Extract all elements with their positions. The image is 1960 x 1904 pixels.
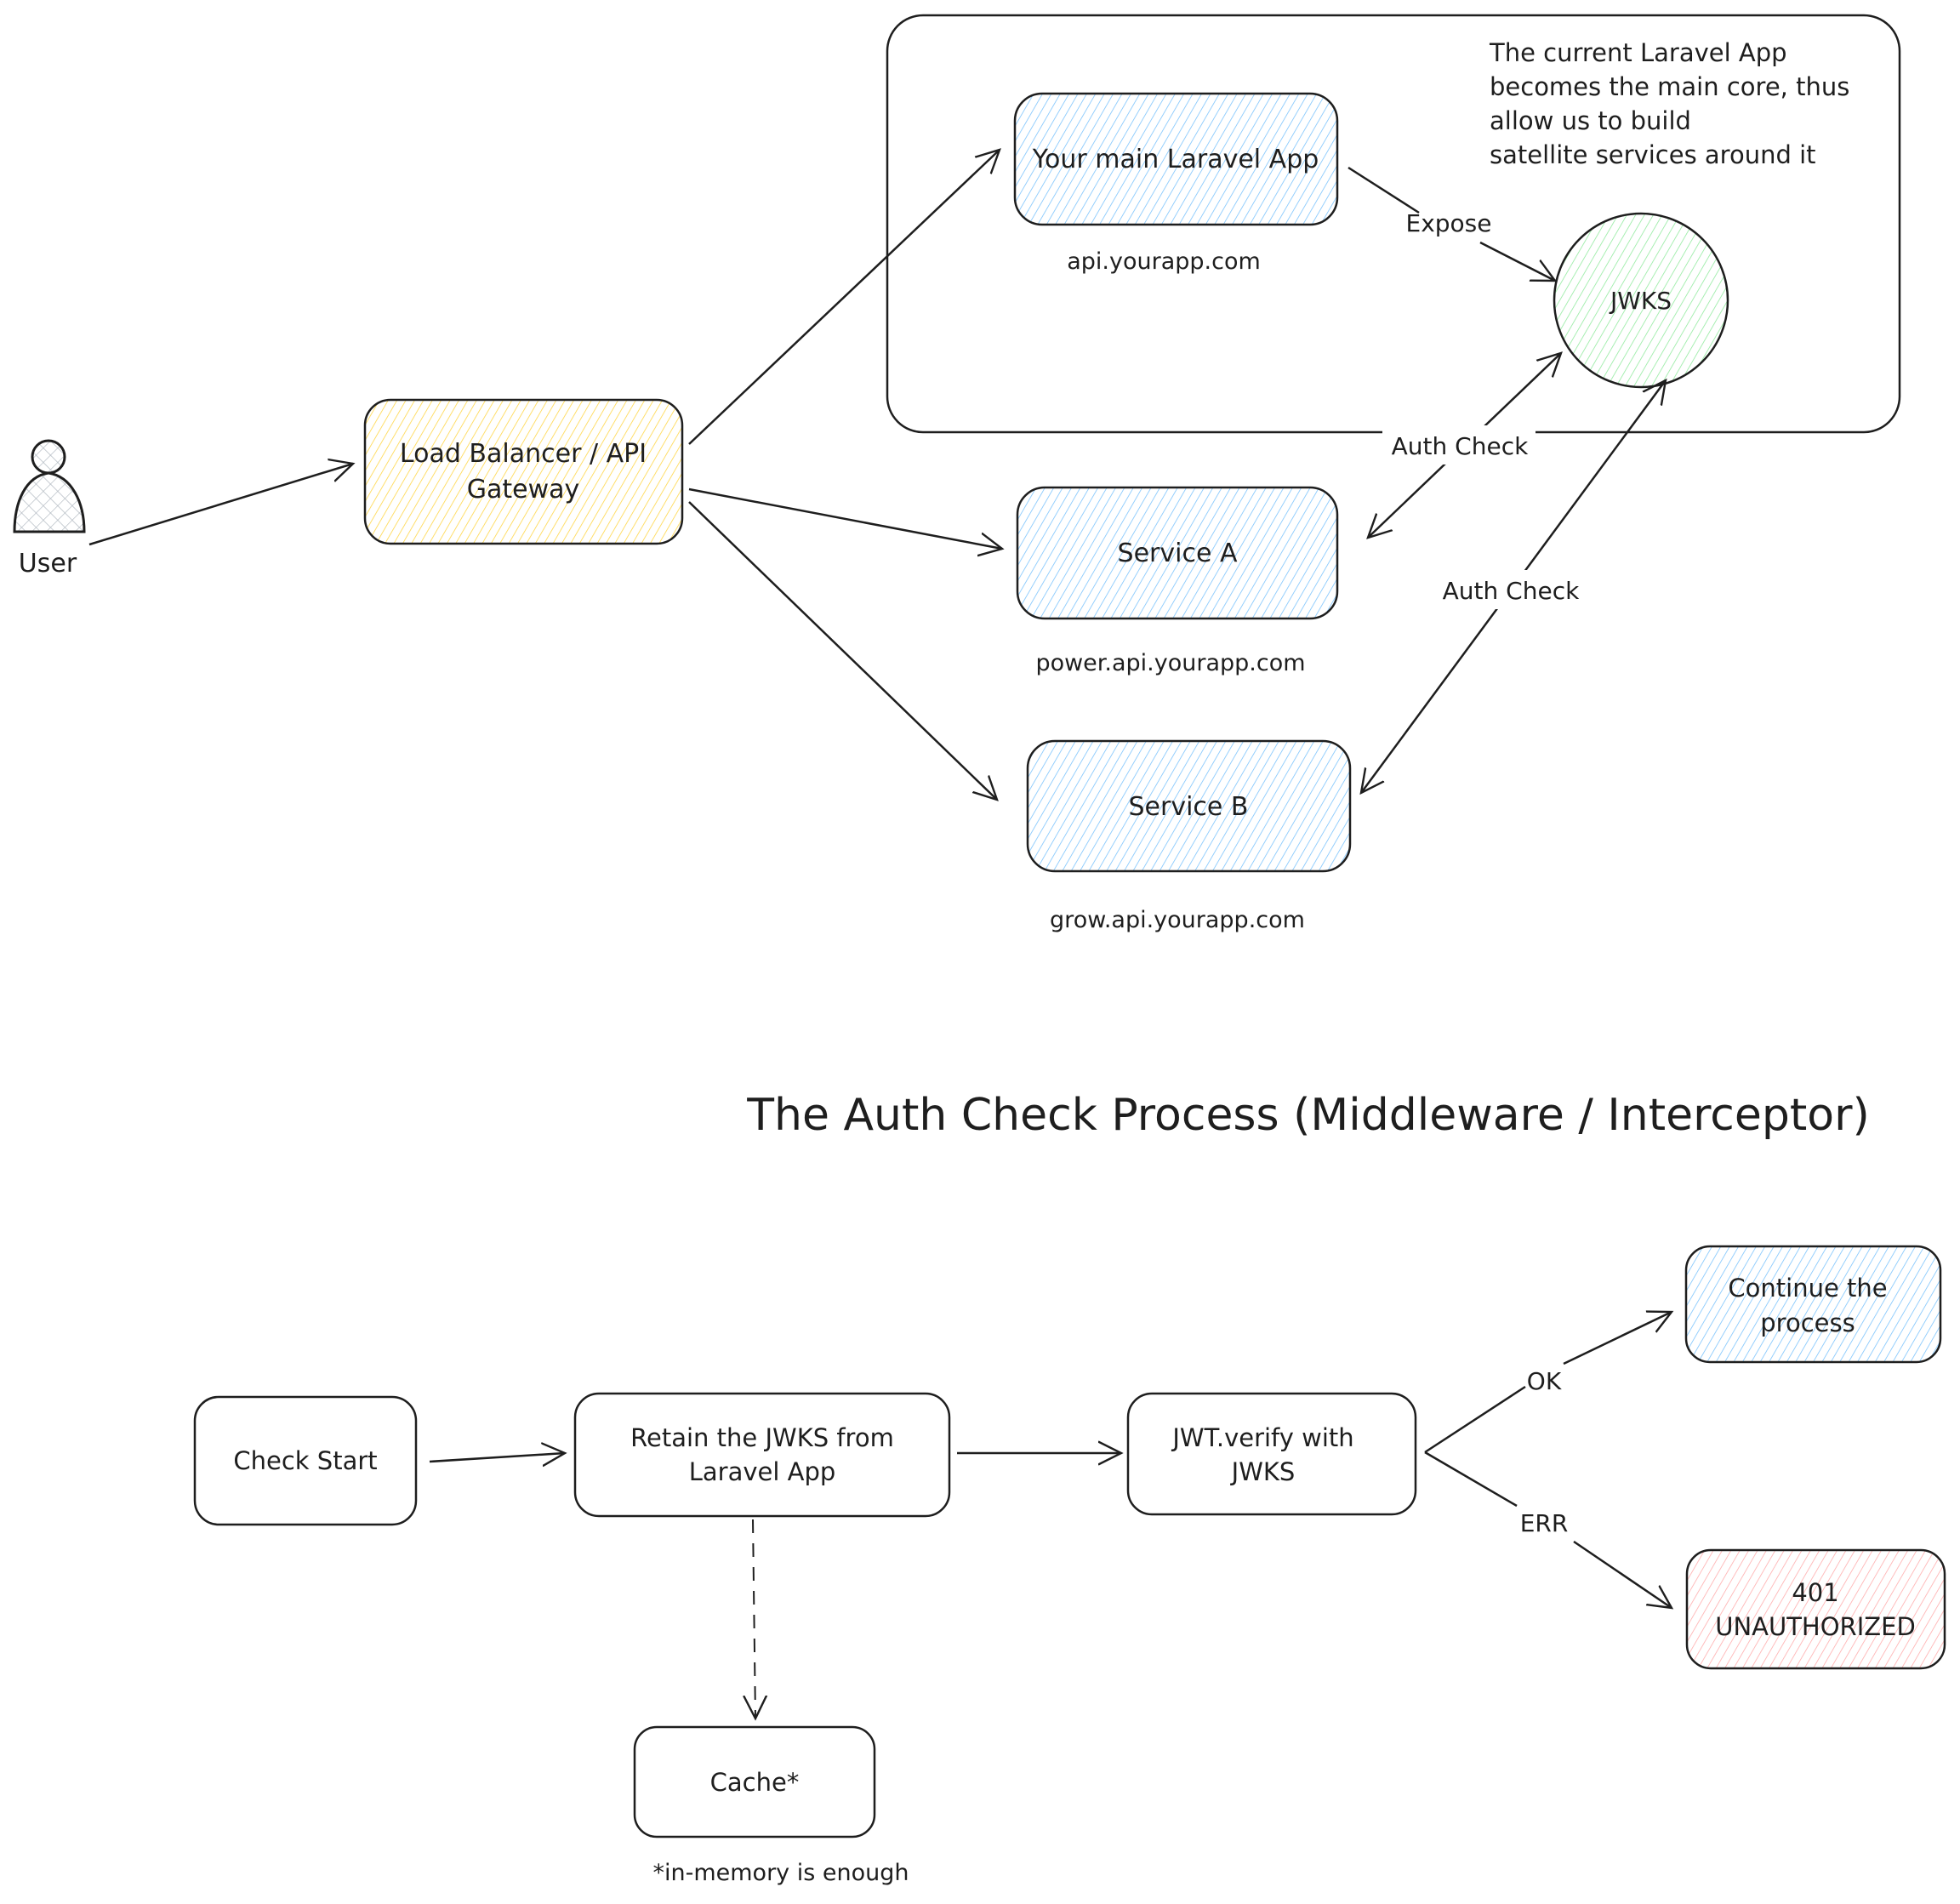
verify-label-line2: JWKS <box>1230 1457 1296 1486</box>
user-label: User <box>19 549 77 579</box>
arrow-gateway-to-service-a <box>688 487 1002 549</box>
gateway-label-line1: Load Balancer / API <box>400 439 647 469</box>
main-app-label: Your main Laravel App <box>1032 145 1319 174</box>
continue-node[interactable]: Continue the process <box>1684 1245 1942 1364</box>
service-b-label: Service B <box>1129 792 1249 822</box>
arrow-ok-part1 <box>1424 1385 1526 1454</box>
cache-footnote: *in-memory is enough <box>652 1860 909 1886</box>
main-app-domain: api.yourapp.com <box>1067 248 1261 275</box>
service-a-node[interactable]: Service A <box>1016 486 1339 620</box>
unauthorized-label-line1: 401 <box>1792 1578 1838 1607</box>
cache-label: Cache* <box>710 1768 800 1797</box>
jwks-label: JWKS <box>1609 287 1672 315</box>
jwt-verify-node[interactable]: JWT.verify with JWKS <box>1126 1392 1417 1516</box>
verify-label-line1: JWT.verify with <box>1171 1423 1353 1452</box>
arrow-retain-to-cache <box>753 1519 755 1719</box>
arrow-gateway-to-main-app <box>688 150 1000 445</box>
expose-label: Expose <box>1406 209 1492 237</box>
retain-jwks-node[interactable]: Retain the JWKS from Laravel App <box>573 1392 951 1518</box>
arrow-err-part2 <box>1573 1540 1672 1608</box>
continue-label-line1: Continue the <box>1728 1274 1887 1303</box>
main-app-node[interactable]: Your main Laravel App <box>1013 92 1339 226</box>
auth-check-b-label: Auth Check <box>1443 577 1580 605</box>
check-start-node[interactable]: Check Start <box>193 1395 418 1526</box>
service-b-domain: grow.api.yourapp.com <box>1050 907 1305 933</box>
retain-label-line2: Laravel App <box>689 1457 836 1486</box>
service-a-domain: power.api.yourapp.com <box>1035 650 1305 676</box>
arrow-ok-part2 <box>1563 1312 1672 1365</box>
unauthorized-label-line2: UNAUTHORIZED <box>1715 1612 1916 1641</box>
arrow-gateway-to-service-b <box>688 501 997 800</box>
service-a-label: Service A <box>1118 539 1238 568</box>
note-line-3: allow us to build <box>1490 106 1691 135</box>
retain-label-line1: Retain the JWKS from <box>630 1423 894 1452</box>
auth-check-a-label: Auth Check <box>1392 432 1529 460</box>
unauthorized-node[interactable]: 401 UNAUTHORIZED <box>1685 1548 1946 1670</box>
gateway-node[interactable]: Load Balancer / API Gateway <box>363 398 684 545</box>
note-line-1: The current Laravel App <box>1489 38 1787 67</box>
arrow-start-to-retain <box>429 1453 565 1462</box>
continue-label-line2: process <box>1760 1308 1855 1337</box>
core-note: The current Laravel App becomes the main… <box>1489 38 1849 169</box>
cache-node[interactable]: Cache* <box>633 1725 876 1838</box>
err-label: ERR <box>1520 1509 1569 1537</box>
ok-label: OK <box>1527 1367 1562 1395</box>
arrow-err-part1 <box>1424 1451 1518 1508</box>
note-line-2: becomes the main core, thus <box>1490 72 1849 101</box>
gateway-label-line2: Gateway <box>467 475 580 505</box>
arrow-expose-part2 <box>1479 241 1555 281</box>
arrow-expose-part1 <box>1348 166 1420 214</box>
user-icon <box>13 439 86 533</box>
jwks-node[interactable]: JWKS <box>1553 212 1729 389</box>
arrow-user-to-gateway <box>88 464 353 546</box>
service-b-node[interactable]: Service B <box>1026 739 1352 873</box>
flow-title: The Auth Check Process (Middleware / Int… <box>746 1090 1870 1141</box>
check-start-label: Check Start <box>233 1446 377 1475</box>
note-line-4: satellite services around it <box>1490 140 1816 169</box>
